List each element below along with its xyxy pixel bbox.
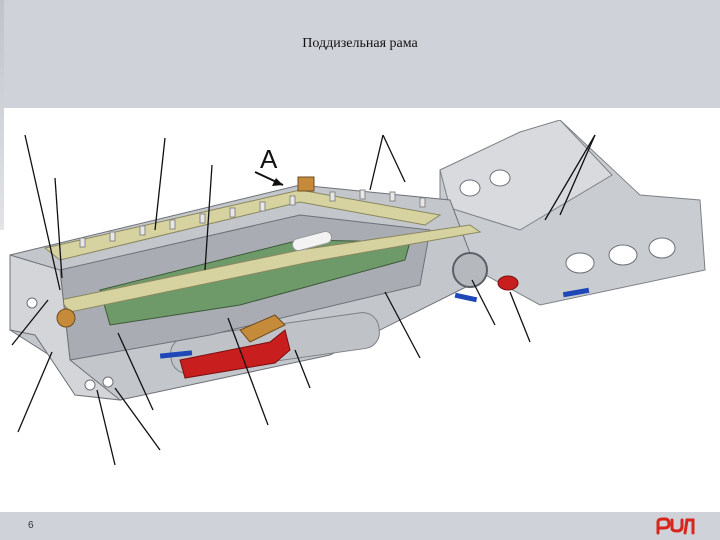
frame-blue-strip bbox=[562, 287, 590, 298]
frame-orange-pipe bbox=[239, 314, 286, 343]
frame-cutout bbox=[459, 179, 481, 197]
bolt-row bbox=[79, 189, 426, 248]
frame-end-plate bbox=[9, 254, 122, 401]
frame-red-pipe bbox=[179, 329, 291, 379]
frame-diagram: A bbox=[9, 120, 706, 466]
frame-cutout bbox=[648, 237, 676, 259]
leader-lines bbox=[11, 134, 596, 466]
header-band bbox=[0, 0, 720, 108]
slide-title: Поддизельная рама bbox=[302, 36, 418, 51]
frame-cutout bbox=[565, 252, 595, 274]
callout-a-arrowhead bbox=[272, 178, 283, 186]
frame-bracket-a bbox=[297, 176, 315, 192]
frame-end-hole bbox=[56, 308, 76, 328]
page-number: 6 bbox=[28, 520, 34, 531]
frame-end-hole bbox=[26, 297, 38, 309]
frame-red-fitting bbox=[497, 275, 519, 291]
frame-blue-strip bbox=[159, 350, 193, 359]
footer-band bbox=[0, 512, 720, 540]
frame-end-hole bbox=[102, 376, 114, 388]
frame-cylinder bbox=[291, 230, 333, 252]
frame-end-hole bbox=[84, 379, 96, 391]
rzd-logo bbox=[656, 517, 695, 535]
header-edge-decoration bbox=[0, 0, 4, 230]
frame-round-hatch bbox=[452, 252, 488, 288]
callout-letter-a: A bbox=[260, 144, 278, 174]
frame-blue-strip bbox=[454, 292, 478, 303]
frame-cutout bbox=[608, 244, 638, 266]
frame-cutout bbox=[489, 169, 511, 187]
